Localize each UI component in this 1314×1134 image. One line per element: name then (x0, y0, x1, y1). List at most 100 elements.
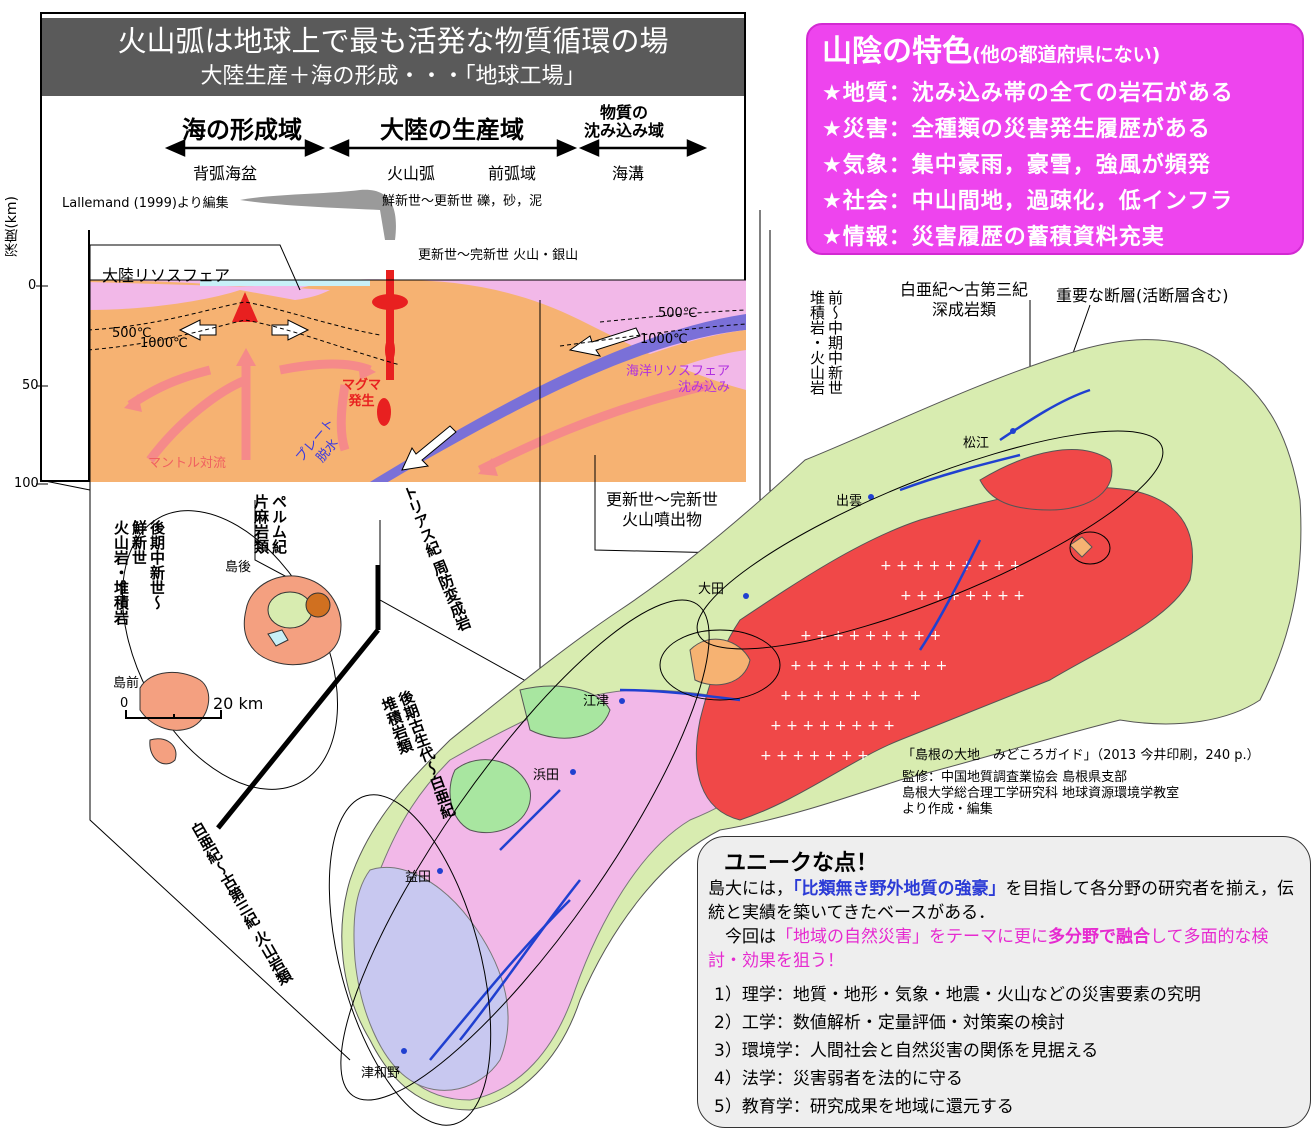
dozen-islands (139, 671, 210, 731)
place-izumo: 出雲 (836, 494, 863, 509)
place-dozen: 島前 (113, 676, 140, 691)
svg-text:+ + + + + + + + +: + + + + + + + + + (800, 628, 941, 644)
list-item: 4）法学：災害弱者を法的に守る (714, 1069, 963, 1089)
label-permian: ペルム紀 片麻岩類 (252, 494, 288, 554)
magma-conduit (386, 270, 394, 380)
features-title: 山陰の特色(他の都道府県にない) (822, 31, 1288, 76)
unique-points-box: ユニークな点！ 島大には，「比類無き野外地質の強豪」を目指して各分野の研究者を揃… (697, 836, 1311, 1128)
cross-section-subtitle: 大陸生産＋海の形成・・・「地球工場」 (200, 64, 586, 89)
svg-text:+ + + + + + + +: + + + + + + + + (900, 588, 1025, 604)
unique-paragraph-1: 島大には，「比類無き野外地質の強豪」を目指して各分野の研究者を揃え，伝統と実績を… (708, 877, 1300, 925)
label-magma: マグマ 発生 (342, 378, 381, 410)
label-500-left: 500℃ (112, 326, 152, 341)
cretaceous-plutonic (695, 486, 1193, 821)
unique-p2-bold: 多分野で融合 (1048, 927, 1150, 947)
credit-block: 「島根の大地 みどころガイド」（2013 今井印刷，240 p.） 監修：中国地… (902, 748, 1260, 818)
place-masuda: 益田 (405, 870, 432, 885)
continent-production-region: 大陸の生産域 (380, 116, 524, 144)
label-1000-right: 1000℃ (640, 332, 688, 347)
granite-symbols: + + + + + + + + + + + + + + + + + + + + … (760, 558, 1025, 764)
depth-tick-100: 100 (14, 476, 39, 491)
fault-lines (429, 388, 1091, 1061)
ocean-forming-region: 海の形成域 (182, 116, 302, 144)
depth-ticks (36, 285, 48, 485)
label-miocene-line2: 堆積岩・火山岩 (808, 290, 826, 395)
unique-p1-highlight: 「比類無き野外地質の強豪」 (793, 879, 1006, 899)
label-early-middle-miocene: 前～中期中新世 堆積岩・火山岩 (808, 290, 844, 395)
label-mantle-convection: マントル対流 (148, 456, 227, 471)
svg-text:+ + + + + + + + +: + + + + + + + + + (780, 688, 921, 704)
svg-text:+ + + + + + + +: + + + + + + + + (770, 718, 895, 734)
subduction-region: 物質の 沈み込み域 (584, 104, 664, 140)
subduction-region-line2: 沈み込み域 (584, 121, 665, 140)
list-item: 3）環境学：人間社会と自然災害の関係を見据える (714, 1041, 1099, 1061)
place-gotsu: 江津 (583, 694, 610, 709)
label-permian-line2: 片麻岩類 (252, 494, 270, 554)
label-magma-line1: マグマ (342, 378, 382, 393)
unique-list: 1）理学：地質・地形・気象・地震・火山などの災害要素の究明 2）工学：数値解析・… (714, 981, 1300, 1121)
scale-bar (125, 710, 222, 719)
label-500-right: 500℃ (658, 306, 698, 321)
feature-item: ★災害：全種類の災害発生履歴がある (822, 117, 1211, 142)
zone-forearc: 前弧域 (488, 164, 537, 183)
continental-crust (88, 279, 746, 390)
credit-line4: より作成・編集 (902, 802, 993, 817)
unique-p1-b: を目指して各分野の研究者を揃え，伝統と実績を築いてきたベースがある． (708, 879, 1294, 923)
cross-section-title: 火山弧は地球上で最も活発な物質循環の場 (117, 24, 669, 58)
label-pleistocene-volcanic-line2: 火山噴出物 (622, 510, 703, 529)
scale-zero: 0 (120, 696, 129, 711)
label-magma-line2: 発生 (348, 394, 375, 409)
feature-item: ★情報：災害履歴の蓄積資料充実 (822, 225, 1165, 250)
region-arrows (164, 139, 708, 157)
svg-text:+ + + + + + +: + + + + + + + (760, 748, 869, 764)
label-permian-line1: ペルム紀 (270, 494, 288, 554)
location-dots (401, 428, 1016, 1054)
label-pleistocene-volcanic-line1: 更新世～完新世 (606, 490, 719, 509)
features-title-text: 山陰の特色 (822, 34, 972, 69)
label-cretaceous-plutonic: 白亜紀～古第三紀 深成岩類 (900, 280, 1028, 320)
credit-line1: 「島根の大地 みどころガイド」（2013 今井印刷，240 p.） (902, 748, 1260, 763)
cross-section-diagram (87, 139, 746, 482)
unique-p2-b: 「地域の自然災害」をテーマに更に (776, 927, 1048, 947)
zone-arc: 火山弧 (387, 164, 436, 183)
label-late-miocene-line1: 後期中新世～ (148, 520, 166, 610)
feature-item: ★地質：沈み込み帯の全ての岩石がある (822, 81, 1234, 106)
features-box: 山陰の特色(他の都道府県にない) ★地質：沈み込み帯の全ての岩石がある ★災害：… (806, 23, 1304, 255)
label-late-miocene-line3: 火山岩・堆積岩 (112, 520, 130, 625)
label-miocene-line1: 前～中期中新世 (826, 290, 844, 395)
depth-tick-0: 0 (28, 278, 37, 293)
cross-section-title-box: 火山弧は地球上で最も活発な物質循環の場 大陸生産＋海の形成・・・「地球工場」 (42, 18, 744, 96)
unique-p2-a: 今回は (708, 927, 776, 947)
label-cretaceous-plutonic-line1: 白亜紀～古第三紀 (900, 280, 1029, 299)
feature-item: ★社会：中山間地，過疎化，低インフラ (822, 189, 1234, 214)
mantle-convection-arrows (127, 359, 711, 475)
place-tsuwano: 津和野 (361, 1066, 401, 1081)
subduction-region-line1: 物質の (600, 103, 649, 122)
depth-tick-50: 50 (22, 378, 39, 393)
backarc-ridge-magma (232, 292, 258, 322)
label-late-miocene: 後期中新世～ 鮮新世 火山岩・堆積岩 (112, 520, 166, 625)
label-fault: 重要な断層(活断層含む) (1056, 286, 1229, 305)
place-oda: 大田 (698, 582, 725, 597)
unique-p2-c: して多面的な検討・効果を狙う！ (708, 927, 1269, 971)
svg-text:+ + + + + + + + + +: + + + + + + + + + + (790, 658, 947, 674)
place-dogo: 島後 (225, 560, 252, 575)
place-matsue: 松江 (963, 436, 990, 451)
place-hamada: 浜田 (533, 768, 560, 783)
magma-chamber (372, 294, 408, 310)
label-1000-left: 1000℃ (140, 336, 188, 351)
feature-item: ★気象：集中豪雨，豪雪，強風が頻発 (822, 153, 1211, 178)
unique-paragraph-2: 今回は「地域の自然災害」をテーマに更に多分野で融合して多面的な検討・効果を狙う！ (708, 925, 1300, 973)
zone-backarc: 背弧海盆 (193, 164, 258, 183)
credit-line2: 監修：中国地質調査業協会 島根県支部 (902, 770, 1128, 785)
list-item: 2）工学：数値解析・定量評価・対策案の検討 (714, 1013, 1065, 1033)
list-item: 1）理学：地質・地形・気象・地震・火山などの災害要素の究明 (714, 985, 1201, 1005)
cretaceous-volcanics (353, 866, 509, 1091)
svg-text:+ + + + + + + + +: + + + + + + + + + (880, 558, 1021, 574)
label-lithosphere: 大陸リソスフェア (102, 266, 231, 285)
source-note: Lallemand (1999)より編集 (62, 196, 229, 211)
flow-arrows (178, 319, 641, 471)
label-cretaceous-plutonic-line2: 深成岩類 (932, 300, 997, 319)
label-oceanic-line1: 海洋リソスフェア (626, 364, 731, 379)
